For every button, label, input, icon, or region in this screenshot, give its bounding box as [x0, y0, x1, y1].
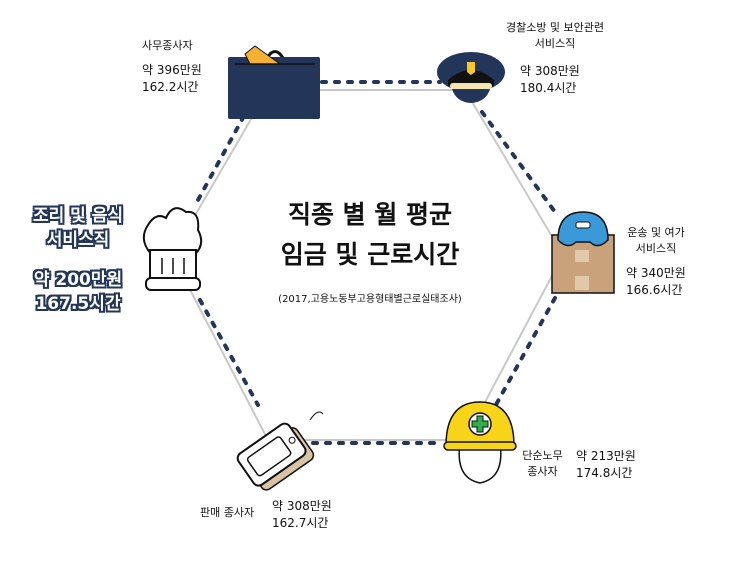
simple-labor-label: 단순노무 종사자	[520, 448, 565, 480]
hours: 166.6시간	[626, 283, 683, 297]
wage: 약 213만원	[576, 449, 636, 463]
cooking-food-stats: 약 200만원 167.5시간	[18, 268, 138, 316]
title-line-2: 임금 및 근로시간	[280, 240, 460, 269]
transport-leisure-stats: 약 340만원 166.6시간	[626, 265, 686, 299]
label-line-1: 단순노무	[522, 449, 563, 462]
hours: 162.7시간	[272, 516, 329, 530]
label-line-2: 서비스직	[534, 37, 576, 50]
label-line-2: 서비스직	[635, 242, 677, 255]
simple-labor-stats: 약 213만원 174.8시간	[576, 448, 636, 482]
infographic-title: 직종 별 월 평균 임금 및 근로시간	[230, 195, 510, 275]
title-line-1: 직종 별 월 평균	[287, 200, 453, 229]
wage: 약 396만원	[142, 63, 202, 77]
hours: 162.2시간	[142, 80, 199, 94]
cooking-food-label: 조리 및 음식 서비스직	[18, 204, 138, 252]
label-line-2: 서비스직	[46, 230, 110, 250]
wage: 약 308만원	[520, 64, 580, 78]
wage: 약 340만원	[626, 266, 686, 280]
police-cap-icon	[437, 52, 505, 103]
sales-workers-label: 판매 종사자	[200, 506, 255, 519]
cap-box-icon	[551, 211, 615, 294]
hours: 167.5시간	[35, 294, 121, 314]
briefcase-icon	[228, 45, 320, 119]
hard-hat-icon	[443, 401, 517, 484]
label-line-1: 경찰소방 및 보안관련	[505, 21, 605, 34]
source-note: (2017,고용노동부고용형태별근로실태조사)	[278, 294, 462, 305]
sales-workers-stats: 약 308만원 162.7시간	[272, 498, 332, 532]
wage: 약 308만원	[272, 499, 332, 513]
hours: 174.8시간	[576, 466, 633, 480]
label-line-2: 종사자	[527, 465, 558, 478]
price-tag-icon	[236, 411, 324, 491]
label-line-1: 조리 및 음식	[32, 206, 124, 226]
police-security-stats: 약 308만원 180.4시간	[520, 63, 580, 97]
office-workers-stats: 약 396만원 162.2시간	[142, 62, 202, 96]
label-line-1: 운송 및 여가	[627, 226, 685, 239]
wage: 약 200만원	[33, 270, 123, 290]
hours: 180.4시간	[520, 81, 577, 95]
police-security-label: 경찰소방 및 보안관련 서비스직	[500, 20, 610, 52]
chef-hat-icon	[142, 207, 203, 291]
transport-leisure-label: 운송 및 여가 서비스직	[620, 225, 692, 257]
office-workers-label: 사무종사자	[142, 39, 193, 52]
